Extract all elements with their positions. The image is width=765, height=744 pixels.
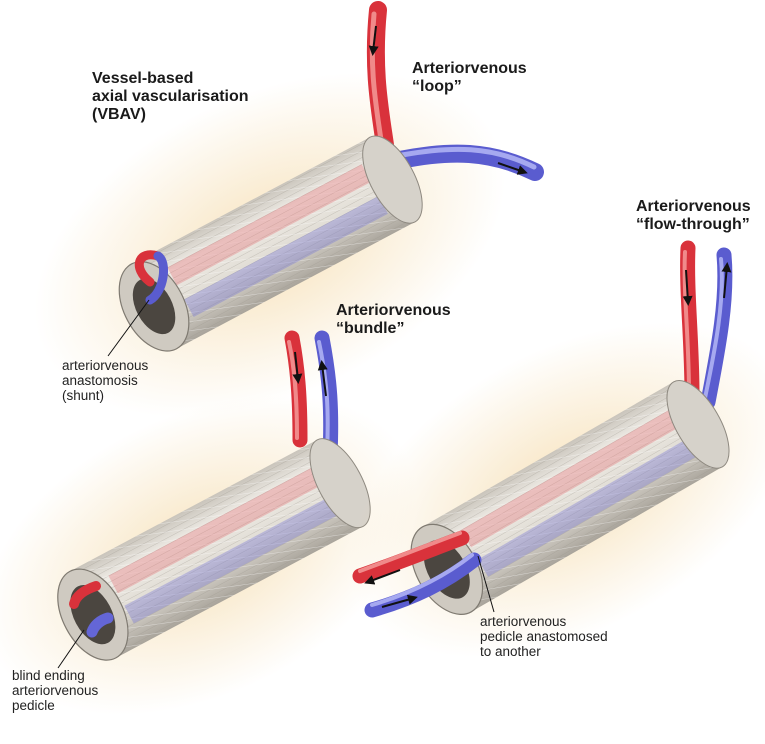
flowthrough-artery-exit bbox=[352, 530, 470, 584]
anastomosed-pedicle-label: arteriorvenous pedicle anastomosed to an… bbox=[480, 614, 608, 660]
pedicle-leader-line bbox=[477, 555, 495, 613]
bundle-scaffold-group bbox=[0, 330, 417, 715]
blind-leader-line bbox=[57, 629, 85, 669]
vbav-title: Vessel-based axial vascularisation (VBAV… bbox=[92, 70, 249, 123]
shunt-label: arteriorvenous anastomosis (shunt) bbox=[62, 358, 149, 404]
flowthrough-outflow-arrow bbox=[721, 262, 732, 299]
flowthrough-exit-arrow bbox=[364, 569, 401, 585]
loop-inflow-arrow bbox=[368, 25, 379, 56]
blind-pedicle-label: blind ending arteriorvenous pedicle bbox=[12, 668, 99, 714]
bundle-title: Arteriorvenous “bundle” bbox=[336, 302, 451, 337]
loop-outflow-arrow bbox=[497, 162, 528, 175]
blind-artery-end bbox=[69, 581, 101, 609]
bundle-outflow-arrow bbox=[317, 360, 328, 397]
loop-scaffold-group bbox=[34, 1, 544, 418]
blind-vein-end bbox=[86, 612, 114, 638]
flowthrough-artery-vessel bbox=[680, 240, 700, 403]
shunt-leader-line bbox=[107, 299, 150, 357]
flowthrough-entry-arrow bbox=[381, 594, 418, 608]
bundle-inflow-arrow bbox=[292, 351, 303, 384]
loop-title: Arteriorvenous “loop” bbox=[412, 60, 527, 95]
bundle-artery-vessel bbox=[284, 330, 308, 448]
flowthrough-title: Arteriorvenous “flow-through” bbox=[636, 198, 751, 233]
flowthrough-scaffold-group bbox=[348, 240, 765, 658]
loop-shunt-vessel bbox=[134, 250, 163, 287]
flowthrough-inflow-arrow bbox=[682, 269, 693, 306]
